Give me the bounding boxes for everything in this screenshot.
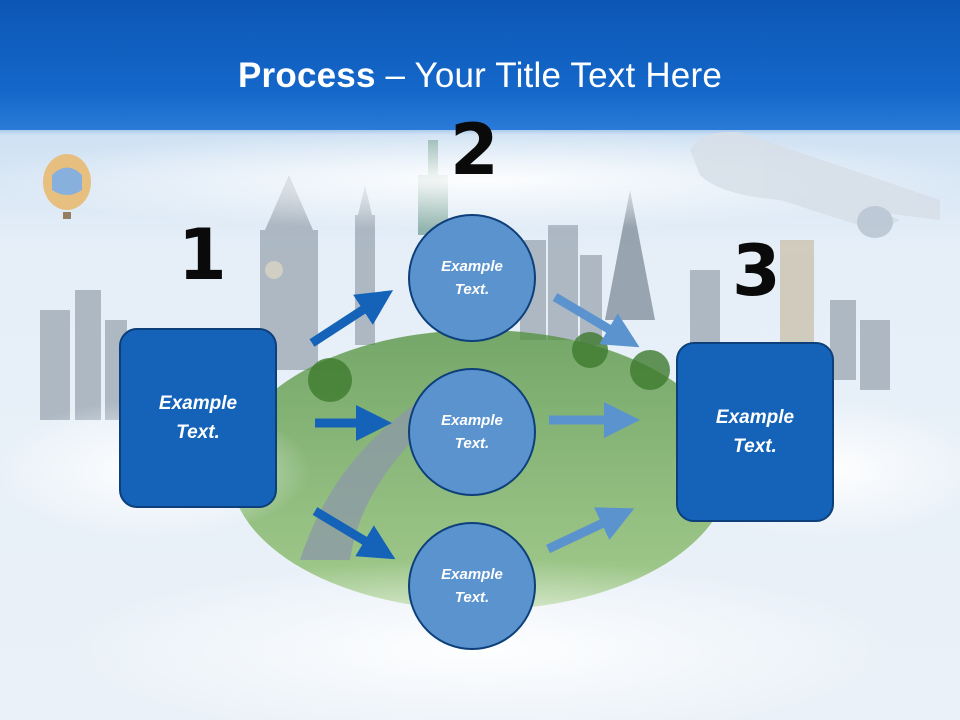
step-number-2: 2: [450, 109, 499, 191]
arrow-top-to-right: [552, 293, 640, 348]
step-number-1: 1: [178, 214, 227, 296]
step-number-3: 3: [732, 230, 781, 312]
hot-air-balloon-icon: [43, 154, 91, 219]
title-band: [0, 0, 960, 130]
right-step-box: Example Text.: [676, 342, 834, 522]
arrow-left-to-bottom: [312, 507, 396, 560]
arrow-left-to-top: [309, 290, 394, 347]
circle-bottom: Example Text.: [408, 522, 536, 650]
circle-top: Example Text.: [408, 214, 536, 342]
left-step-box: Example Text.: [119, 328, 277, 508]
page-title: Process – Your Title Text Here: [238, 56, 722, 95]
trees: [308, 332, 670, 402]
circle-middle: Example Text.: [408, 368, 536, 496]
clock-icon: [265, 261, 283, 279]
airplane-icon: [690, 131, 940, 238]
arrow-bottom-to-right: [546, 507, 635, 554]
